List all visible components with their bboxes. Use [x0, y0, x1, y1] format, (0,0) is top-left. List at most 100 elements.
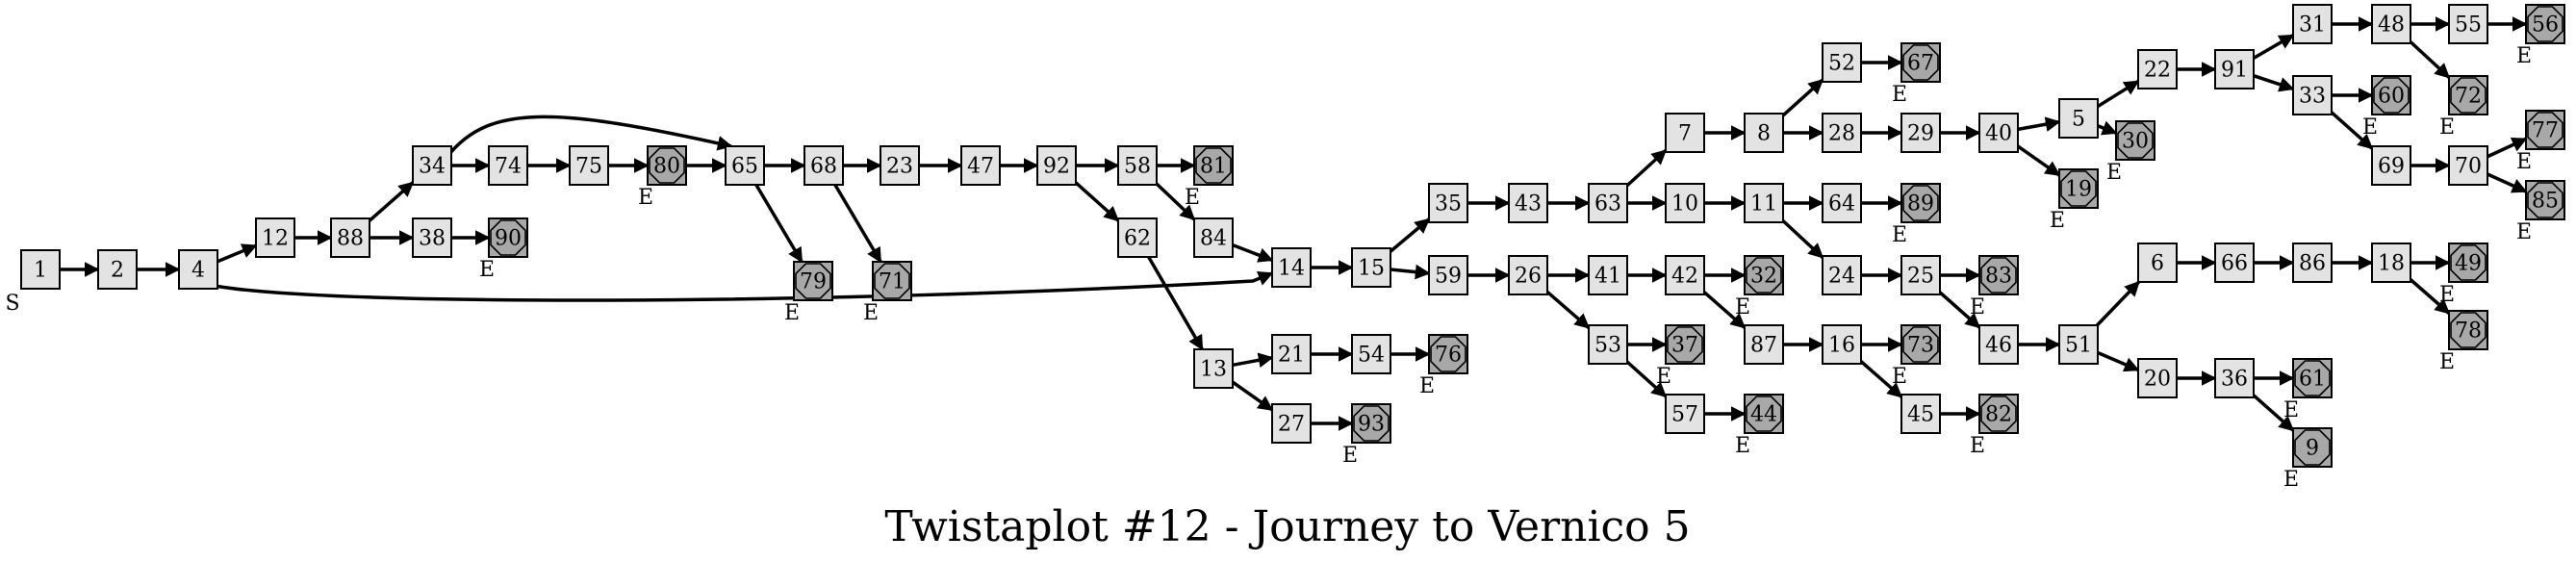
- node-26[interactable]: 26: [1508, 255, 1548, 295]
- end-node-9[interactable]: 9E: [2283, 427, 2333, 492]
- end-node-83[interactable]: 83E: [1970, 255, 2019, 319]
- node-14[interactable]: 14: [1271, 247, 1312, 288]
- node-29[interactable]: 29: [1900, 113, 1941, 153]
- node-label: 89: [1907, 192, 1934, 217]
- end-tag: E: [2516, 150, 2532, 174]
- node-65[interactable]: 65: [725, 145, 765, 186]
- node-18[interactable]: 18: [2371, 243, 2411, 283]
- node-87[interactable]: 87: [1744, 324, 1784, 365]
- node-31[interactable]: 31: [2292, 4, 2333, 44]
- node-54[interactable]: 54: [1351, 334, 1391, 374]
- node-12[interactable]: 12: [255, 217, 295, 258]
- node-86[interactable]: 86: [2292, 243, 2333, 283]
- node-27[interactable]: 27: [1271, 403, 1312, 444]
- node-2[interactable]: 2: [97, 249, 138, 290]
- end-node-77[interactable]: 77E: [2516, 110, 2565, 174]
- node-91[interactable]: 91: [2214, 49, 2255, 89]
- end-node-44[interactable]: 44E: [1735, 394, 1784, 458]
- end-node-60[interactable]: 60E: [2362, 75, 2411, 140]
- node-88[interactable]: 88: [330, 217, 370, 258]
- node-48[interactable]: 48: [2371, 4, 2411, 44]
- node-45[interactable]: 45: [1900, 394, 1941, 434]
- end-node-61[interactable]: 61E: [2283, 358, 2333, 422]
- end-node-30[interactable]: 30E: [2106, 120, 2155, 185]
- end-node-89[interactable]: 89E: [1892, 183, 1941, 247]
- node-63[interactable]: 63: [1588, 183, 1628, 223]
- node-label: 45: [1907, 403, 1934, 427]
- node-7[interactable]: 7: [1665, 113, 1705, 153]
- node-33[interactable]: 33: [2292, 75, 2333, 115]
- node-25[interactable]: 25: [1900, 255, 1941, 295]
- node-label: 74: [495, 155, 522, 179]
- node-23[interactable]: 23: [880, 145, 920, 186]
- node-84[interactable]: 84: [1193, 217, 1234, 258]
- end-node-79[interactable]: 79E: [784, 261, 833, 325]
- node-69[interactable]: 69: [2371, 145, 2411, 186]
- node-62[interactable]: 62: [1117, 217, 1158, 258]
- node-24[interactable]: 24: [1822, 255, 1862, 295]
- node-66[interactable]: 66: [2214, 243, 2255, 283]
- node-41[interactable]: 41: [1588, 255, 1628, 295]
- node-16[interactable]: 16: [1822, 324, 1862, 365]
- end-node-72[interactable]: 72E: [2439, 75, 2488, 140]
- node-47[interactable]: 47: [960, 145, 1001, 186]
- edge-11-to-24: [1781, 219, 1824, 259]
- end-node-37[interactable]: 37E: [1656, 324, 1705, 389]
- node-64[interactable]: 64: [1822, 183, 1862, 223]
- end-node-80[interactable]: 80E: [638, 145, 687, 210]
- node-43[interactable]: 43: [1508, 183, 1548, 223]
- node-34[interactable]: 34: [412, 145, 452, 186]
- node-57[interactable]: 57: [1665, 394, 1705, 434]
- node-5[interactable]: 5: [2058, 98, 2099, 139]
- node-15[interactable]: 15: [1351, 247, 1391, 288]
- end-node-82[interactable]: 82E: [1970, 394, 2019, 458]
- node-11[interactable]: 11: [1744, 183, 1784, 223]
- node-92[interactable]: 92: [1036, 145, 1077, 186]
- end-node-71[interactable]: 71E: [863, 261, 912, 325]
- node-36[interactable]: 36: [2214, 358, 2255, 398]
- end-node-19[interactable]: 19E: [2050, 168, 2099, 233]
- end-node-49[interactable]: 49E: [2439, 243, 2488, 307]
- end-node-78[interactable]: 78E: [2439, 310, 2488, 374]
- node-1[interactable]: 1S: [5, 249, 61, 316]
- node-20[interactable]: 20: [2137, 358, 2178, 398]
- node-6[interactable]: 6: [2137, 243, 2178, 283]
- node-75[interactable]: 75: [569, 145, 609, 186]
- node-label: 14: [1278, 257, 1305, 281]
- end-node-56[interactable]: 56E: [2516, 4, 2565, 68]
- node-52[interactable]: 52: [1822, 42, 1862, 83]
- node-70[interactable]: 70: [2448, 145, 2488, 186]
- end-node-85[interactable]: 85E: [2516, 180, 2565, 244]
- node-59[interactable]: 59: [1428, 255, 1468, 295]
- node-22[interactable]: 22: [2137, 49, 2178, 89]
- edge-91-to-33: [2253, 74, 2295, 92]
- edge-4-to-12: [217, 243, 258, 264]
- node-35[interactable]: 35: [1428, 183, 1468, 223]
- end-node-73[interactable]: 73E: [1892, 324, 1941, 389]
- node-53[interactable]: 53: [1588, 324, 1628, 365]
- end-node-93[interactable]: 93E: [1342, 403, 1391, 468]
- end-octagon-outline: [1980, 396, 2017, 432]
- node-68[interactable]: 68: [803, 145, 844, 186]
- node-28[interactable]: 28: [1822, 113, 1862, 153]
- end-node-32[interactable]: 32E: [1735, 255, 1784, 319]
- node-58[interactable]: 58: [1117, 145, 1158, 186]
- node-10[interactable]: 10: [1665, 183, 1705, 223]
- node-40[interactable]: 40: [1978, 113, 2019, 153]
- node-55[interactable]: 55: [2448, 4, 2488, 44]
- node-4[interactable]: 4: [178, 249, 218, 290]
- node-shape: [1508, 183, 1548, 223]
- node-74[interactable]: 74: [488, 145, 528, 186]
- node-46[interactable]: 46: [1978, 324, 2019, 365]
- end-node-76[interactable]: 76E: [1419, 334, 1468, 398]
- node-51[interactable]: 51: [2058, 324, 2099, 365]
- node-38[interactable]: 38: [412, 217, 452, 258]
- node-13[interactable]: 13: [1193, 348, 1234, 389]
- end-node-90[interactable]: 90E: [479, 217, 528, 282]
- edge-92-to-62: [1074, 181, 1120, 222]
- node-42[interactable]: 42: [1665, 255, 1705, 295]
- node-8[interactable]: 8: [1744, 113, 1784, 153]
- end-node-67[interactable]: 67E: [1892, 42, 1941, 107]
- node-21[interactable]: 21: [1271, 334, 1312, 374]
- end-node-81[interactable]: 81E: [1185, 145, 1234, 210]
